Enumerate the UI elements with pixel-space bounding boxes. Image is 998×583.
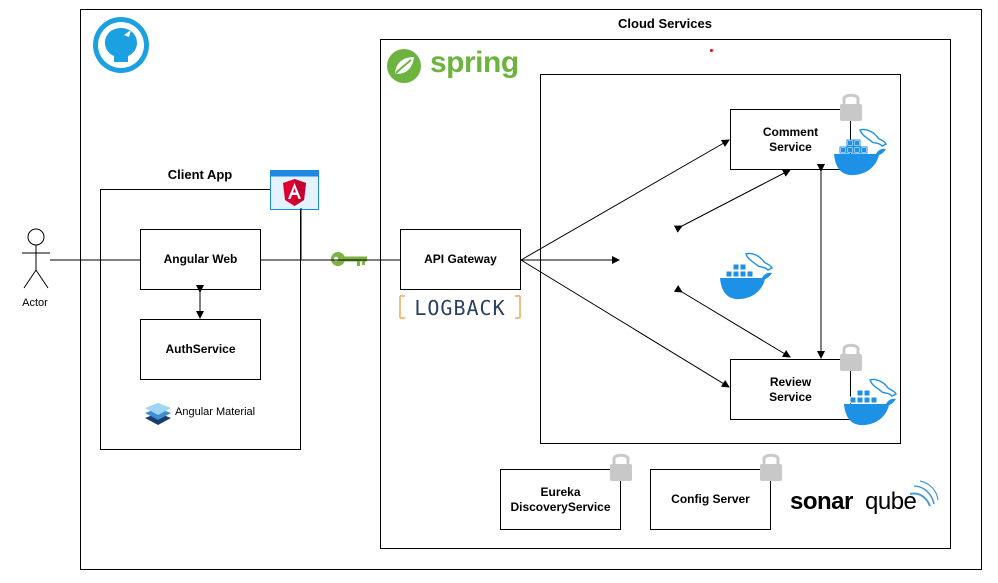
docker-icon	[842, 378, 898, 428]
comment-service-label: Comment Service	[762, 124, 819, 154]
eureka-service-box[interactable]: Eureka DiscoveryService	[500, 469, 621, 530]
review-service-box[interactable]: Review Service	[730, 359, 851, 420]
sonarqube-text-sonar: sonar	[790, 488, 853, 515]
github-icon	[91, 15, 151, 75]
gateway-to-review	[520, 259, 730, 388]
spring-logo-text: spring	[430, 46, 519, 79]
api-gateway-box[interactable]: API Gateway	[400, 229, 521, 290]
angular-material-label: Angular Material	[175, 406, 256, 418]
angular-icon	[270, 170, 319, 210]
angular-web-box[interactable]: Angular Web	[140, 229, 261, 290]
review-service-label: Review Service	[769, 374, 812, 404]
lock-icon	[838, 340, 864, 372]
spring-logo: spring	[386, 46, 526, 86]
comment-service-box[interactable]: Comment Service	[730, 109, 851, 170]
sonarqube-logo: sonar qube	[790, 480, 942, 520]
key-icon	[330, 249, 368, 269]
logback-logo: LOGBACK	[398, 294, 522, 320]
lock-icon	[838, 90, 864, 122]
actor-label: Actor	[22, 297, 48, 309]
logback-text: LOGBACK	[414, 296, 506, 320]
gateway-to-comment	[520, 139, 730, 261]
center-review-line	[673, 284, 791, 358]
lock-icon	[758, 450, 784, 482]
red-dot	[710, 49, 713, 52]
actor-icon	[18, 228, 54, 292]
client-app-title: Client App	[167, 167, 233, 182]
config-server-box[interactable]: Config Server	[650, 469, 771, 530]
angular-material-icon	[143, 401, 173, 427]
docker-icon	[832, 128, 888, 178]
eureka-service-label: Eureka DiscoveryService	[510, 484, 611, 514]
lock-icon	[608, 450, 634, 482]
cloud-services-title: Cloud Services	[618, 16, 712, 31]
center-comment-line	[673, 169, 791, 233]
sonarqube-text-qube: qube	[865, 488, 917, 515]
auth-service-box[interactable]: AuthService	[140, 319, 261, 380]
